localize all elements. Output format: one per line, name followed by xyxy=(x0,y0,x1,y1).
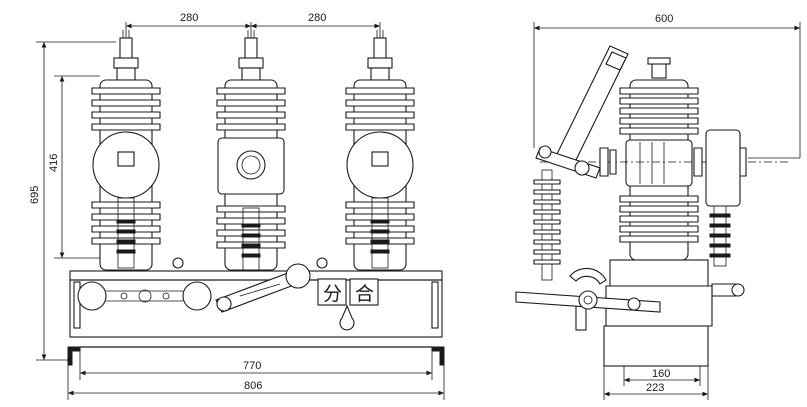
dim-side-base-inner: 160 xyxy=(623,366,701,386)
side-operating-arm xyxy=(535,45,629,179)
operating-handle xyxy=(339,304,355,331)
insulator-middle xyxy=(216,79,286,271)
dim-side-base-inner-label: 160 xyxy=(652,368,670,380)
dim-insulator-height-label: 416 xyxy=(48,154,60,172)
lug-2 xyxy=(316,257,328,269)
side-mechanism-housing xyxy=(515,259,713,367)
left-bushing-rings xyxy=(599,147,617,177)
insulator-right xyxy=(345,79,415,271)
dim-inner-width-label: 770 xyxy=(243,360,261,372)
dim-outer-width: 806 xyxy=(67,365,445,400)
close-indicator-box xyxy=(349,278,379,306)
lug-1 xyxy=(172,257,184,269)
side-view: 600 xyxy=(515,13,801,400)
open-indicator-box xyxy=(317,278,347,306)
mechanism-cabinet xyxy=(69,263,443,338)
dim-side-width: 600 xyxy=(533,13,801,159)
terminal-middle xyxy=(238,30,264,81)
dim-side-width-label: 600 xyxy=(655,13,673,25)
open-close-indicator: 分 合 xyxy=(317,278,379,331)
dim-pitch-left: 280 xyxy=(180,12,198,24)
front-view: 分 合 280 280 695 xyxy=(29,12,445,400)
dim-side-base-outer-label: 223 xyxy=(646,382,664,394)
dim-pitch-right: 280 xyxy=(308,12,326,24)
dim-outer-width-label: 806 xyxy=(244,380,262,392)
dim-pitch: 280 280 xyxy=(125,12,381,38)
dim-insulator-height: 416 xyxy=(48,75,100,259)
dim-inner-width: 770 xyxy=(79,351,433,380)
dim-total-height-label: 695 xyxy=(29,186,41,204)
side-surge-arrester xyxy=(533,169,561,281)
insulator-left xyxy=(91,79,161,271)
terminal-left xyxy=(113,30,139,81)
side-main-insulator xyxy=(619,79,699,261)
close-indicator-label: 合 xyxy=(355,283,374,305)
side-ct-box xyxy=(705,129,745,297)
foot-left xyxy=(67,346,81,366)
dim-side-base-outer: 223 xyxy=(603,366,709,400)
foot-right xyxy=(431,346,445,366)
dim-total-height: 695 xyxy=(29,41,116,361)
open-indicator-label: 分 xyxy=(323,283,342,305)
